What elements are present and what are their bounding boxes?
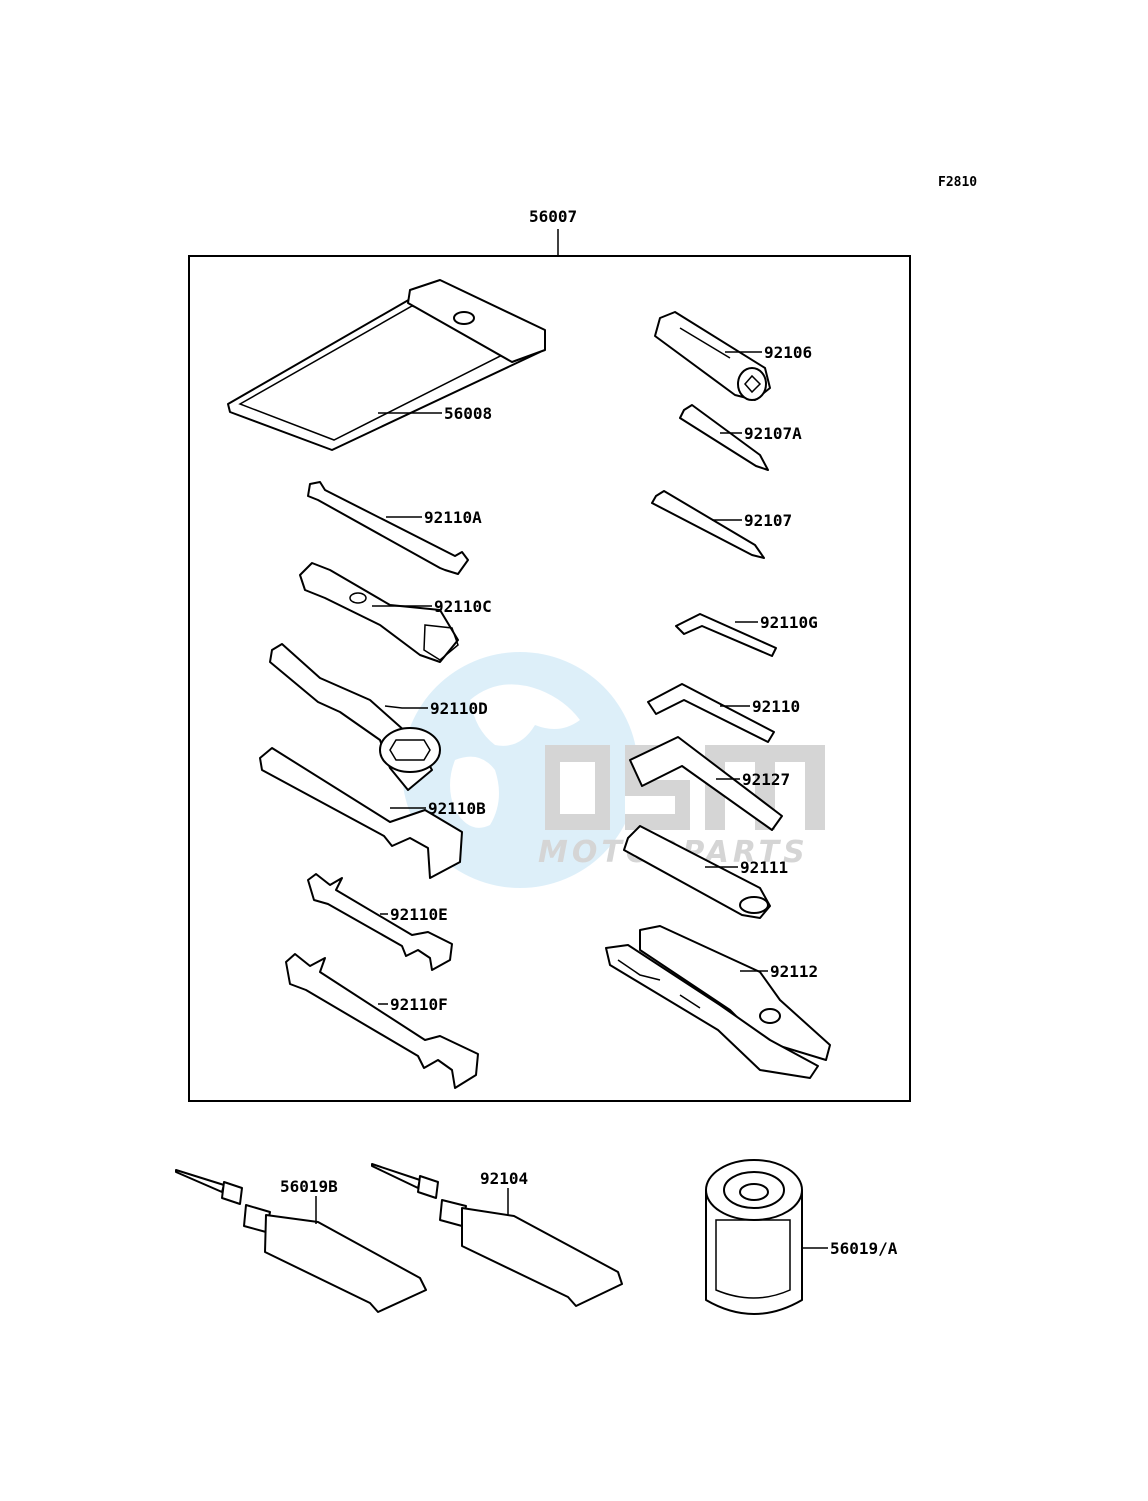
diagram-code: F2810 bbox=[938, 175, 977, 190]
part-92106[interactable]: 92106 bbox=[654, 311, 812, 401]
part-label: 56019B bbox=[280, 1177, 338, 1196]
part-label: 92107 bbox=[744, 511, 792, 530]
kit-label: 56007 bbox=[529, 207, 577, 226]
part-56019A[interactable]: 56019/A bbox=[705, 1159, 898, 1315]
part-92110G[interactable]: 92110G bbox=[675, 613, 818, 657]
part-label: 56019/A bbox=[830, 1239, 898, 1258]
part-92112[interactable]: 92112 bbox=[605, 925, 831, 1079]
part-label: 92110G bbox=[760, 613, 818, 632]
part-92110F[interactable]: 92110F bbox=[285, 953, 479, 1089]
part-label: 92110B bbox=[428, 799, 486, 818]
part-92110C[interactable]: 92110C bbox=[299, 562, 492, 663]
part-label: 92104 bbox=[480, 1169, 528, 1188]
part-label: 92110E bbox=[390, 905, 448, 924]
part-92107[interactable]: 92107 bbox=[651, 490, 792, 559]
part-label: 56008 bbox=[444, 404, 492, 423]
part-56008[interactable]: 56008 bbox=[227, 279, 546, 451]
part-92110A[interactable]: 92110A bbox=[307, 481, 482, 575]
part-92110[interactable]: 92110 bbox=[647, 683, 800, 743]
part-label: 92111 bbox=[740, 858, 788, 877]
part-92107A[interactable]: 92107A bbox=[679, 404, 802, 471]
part-label: 92107A bbox=[744, 424, 802, 443]
part-92111[interactable]: 92111 bbox=[623, 825, 788, 919]
part-label: 92110A bbox=[424, 508, 482, 527]
part-label: 92110D bbox=[430, 699, 488, 718]
part-label: 92127 bbox=[742, 770, 790, 789]
part-label: 92110 bbox=[752, 697, 800, 716]
part-92110D[interactable]: 92110D bbox=[269, 643, 488, 791]
part-92110E[interactable]: 92110E bbox=[307, 873, 453, 971]
part-label: 92110C bbox=[434, 597, 492, 616]
part-label: 92110F bbox=[390, 995, 448, 1014]
globe-icon bbox=[402, 652, 638, 888]
kit-frame bbox=[188, 255, 911, 1102]
part-92104[interactable]: 92104 bbox=[371, 1163, 623, 1307]
part-label: 92106 bbox=[764, 343, 812, 362]
part-92127[interactable]: 92127 bbox=[629, 736, 790, 831]
part-56019B[interactable]: 56019B bbox=[175, 1169, 427, 1313]
part-92110B[interactable]: 92110B bbox=[259, 747, 486, 879]
part-label: 92112 bbox=[770, 962, 818, 981]
